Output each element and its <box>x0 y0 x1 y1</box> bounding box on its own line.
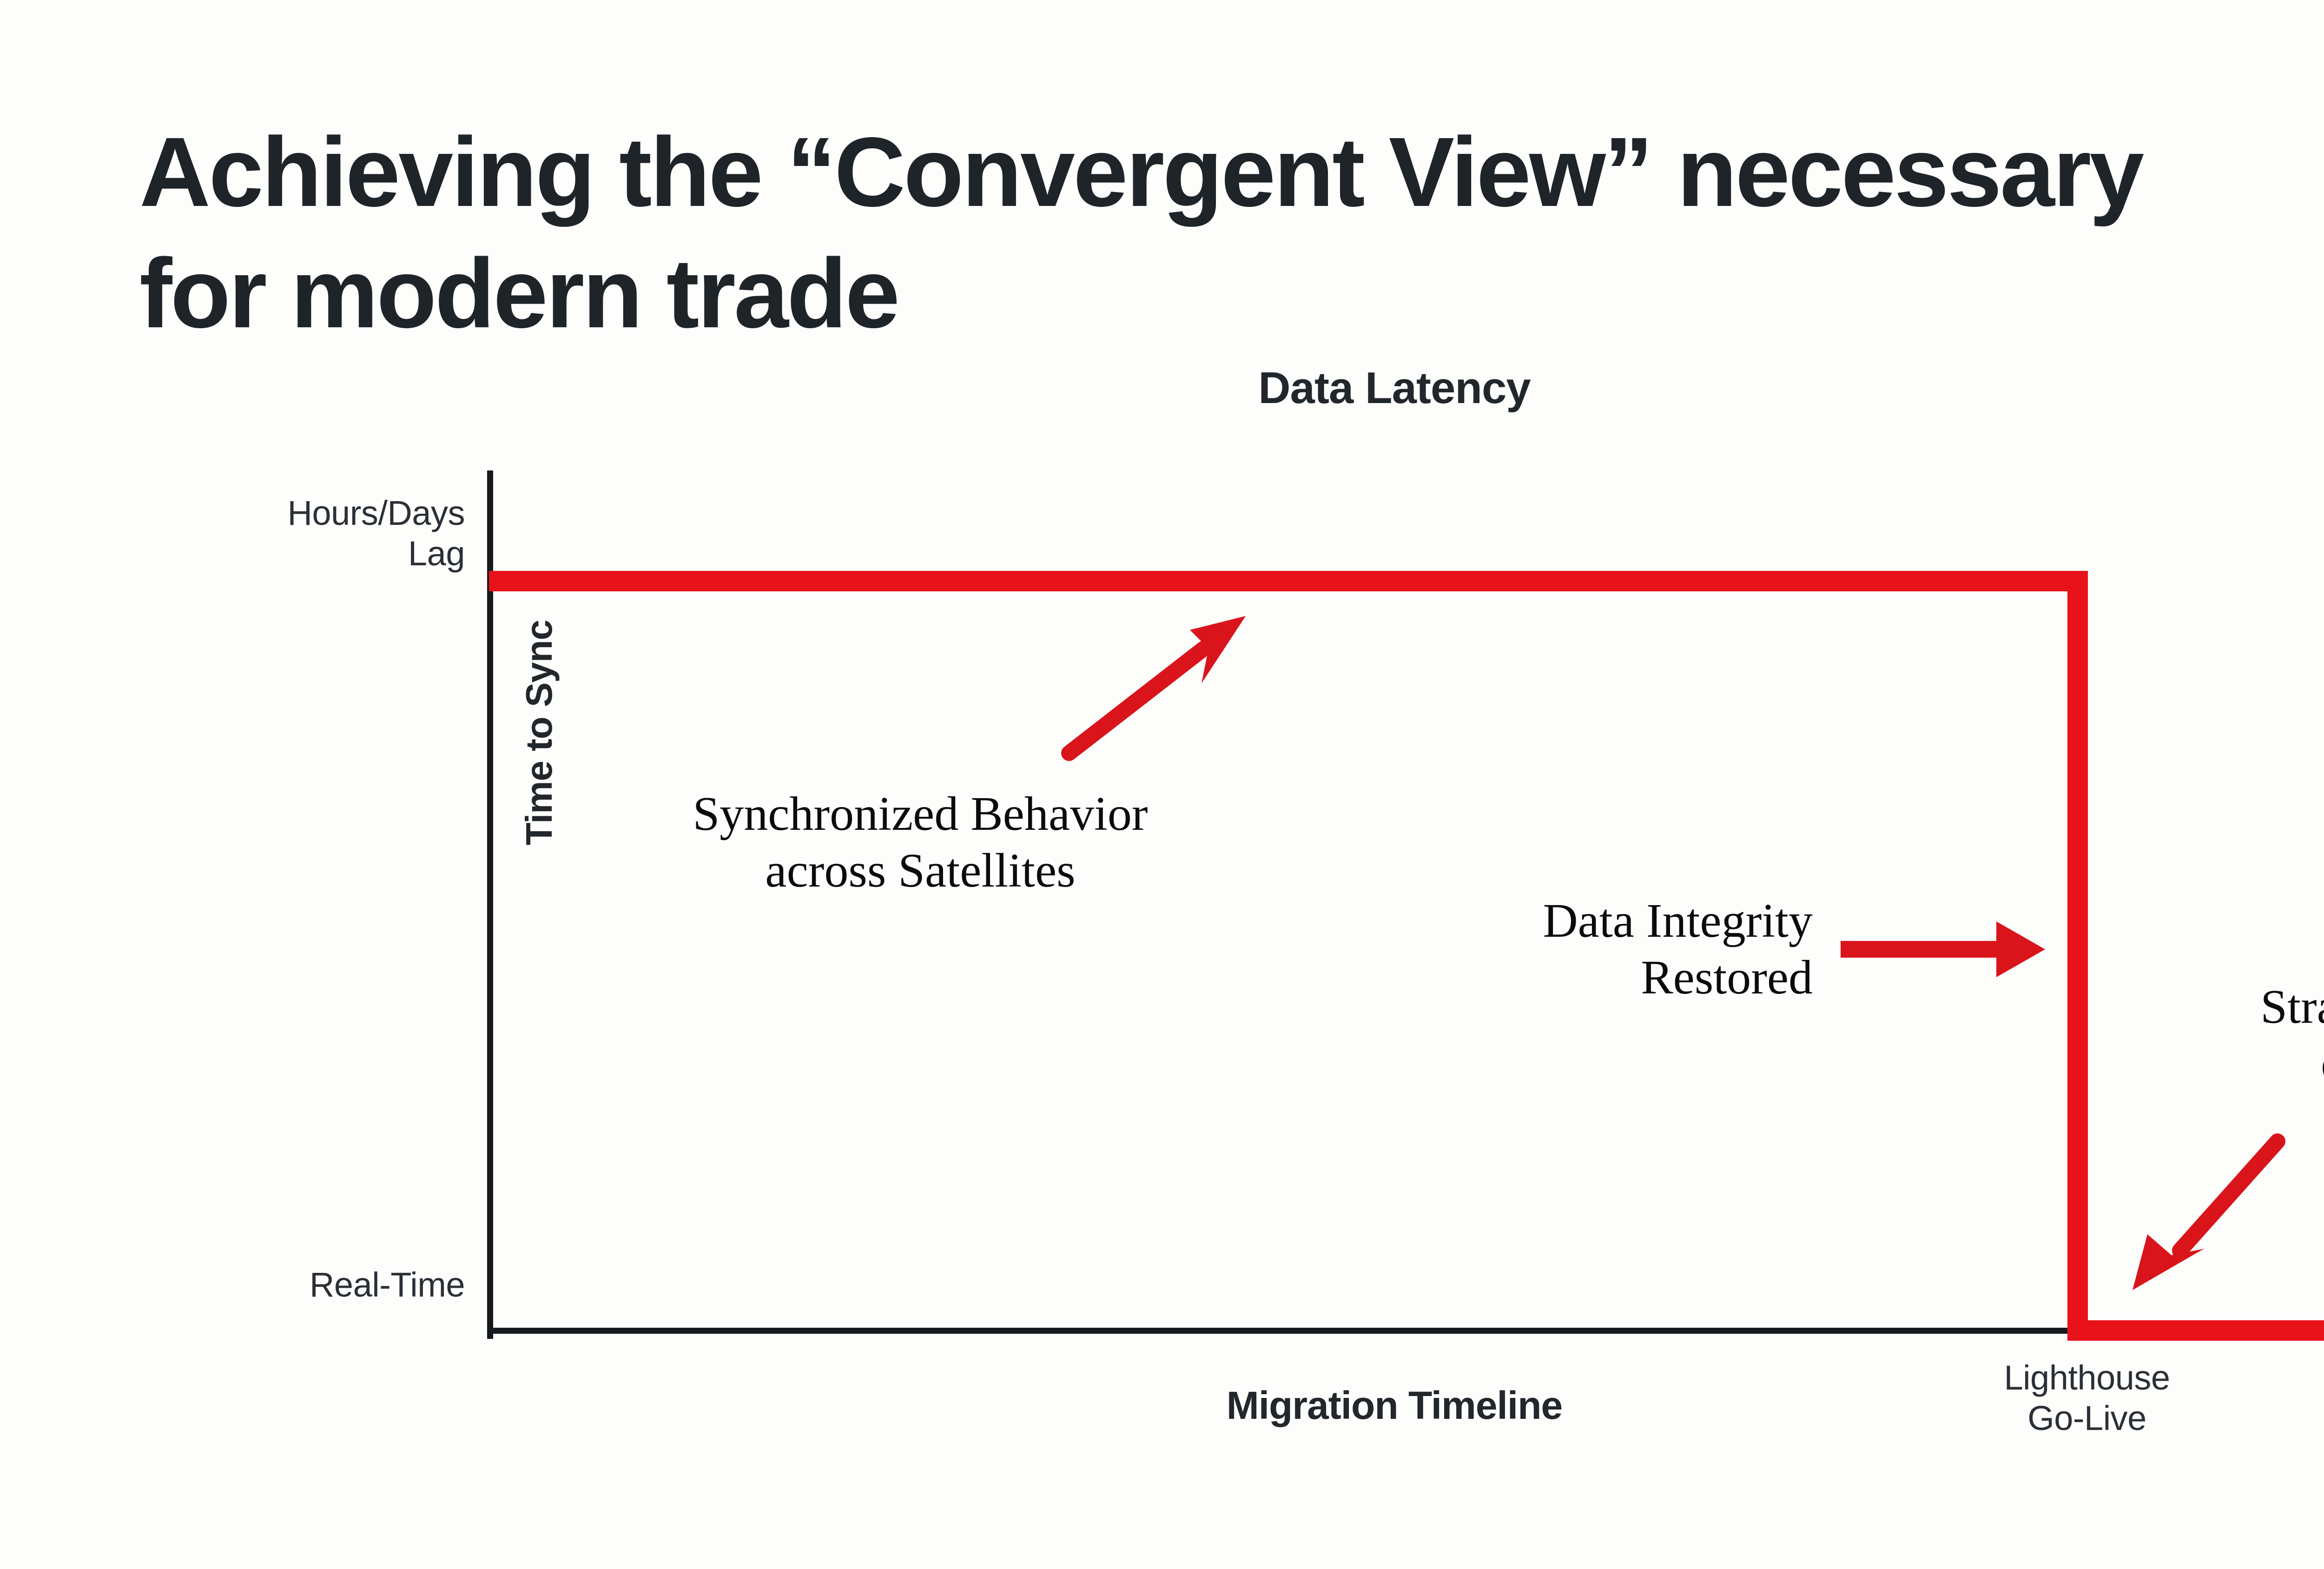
annotation-synchronized-behavior: Synchronized Behavior across Satellites <box>693 787 1148 897</box>
x-tick-lighthouse-go-live: Lighthouse Go-Live <box>2004 1358 2170 1438</box>
y-axis-line <box>487 470 493 1339</box>
annotation-data-integrity: Data Integrity Restored <box>1543 894 1813 1004</box>
y-tick-hours-days-lag: Hours/Days Lag <box>287 494 465 573</box>
x-axis-title: Migration Timeline <box>1226 1384 1563 1427</box>
x-axis-line <box>487 1328 2077 1334</box>
y-tick-real-time: Real-Time <box>309 1265 465 1304</box>
arrow-synchronized-behavior <box>1061 616 1246 761</box>
arrow-data-integrity <box>1841 921 2045 977</box>
annotation-strategic-control: Strategic Control of Budgets <box>2260 980 2324 1090</box>
page-title: Achieving the “Convergent View” necessar… <box>139 117 2144 348</box>
chart-title: Data Latency <box>1258 363 1531 413</box>
arrow-strategic-control <box>2133 1133 2285 1290</box>
